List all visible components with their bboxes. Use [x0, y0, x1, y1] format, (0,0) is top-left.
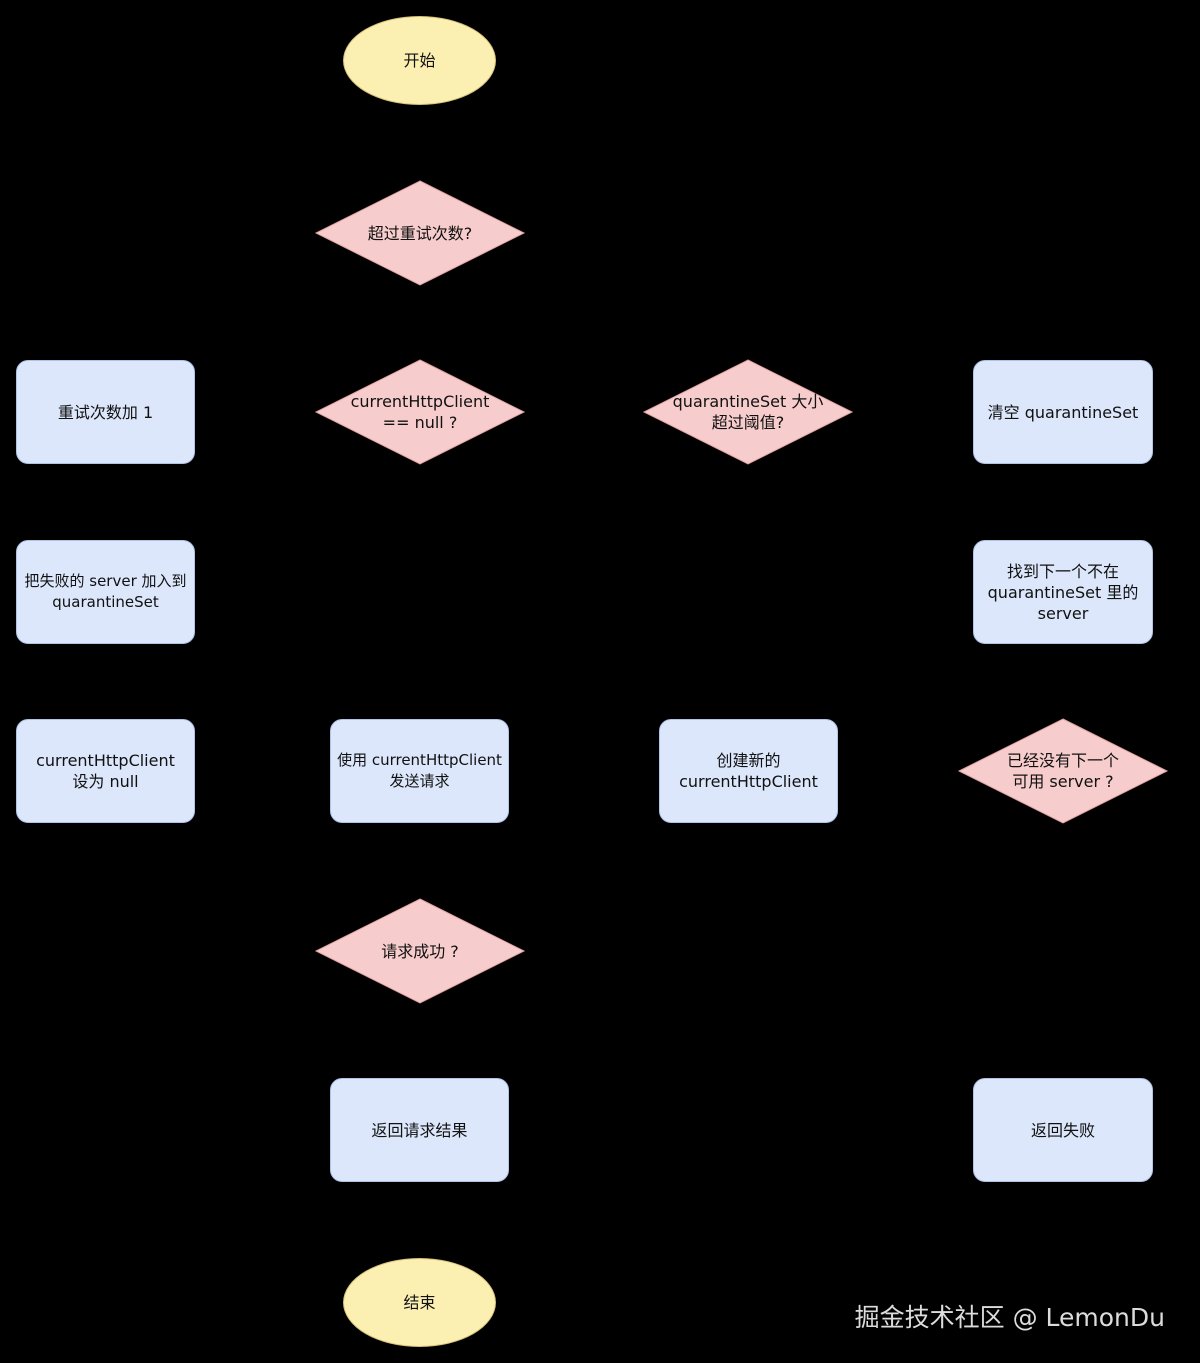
retry-exceeded-diamond	[314, 180, 526, 286]
client-null-node: currentHttpClient == null ?	[326, 386, 514, 438]
quarantine-over-diamond	[642, 359, 854, 465]
create-client-box: 创建新的 currentHttpClient	[659, 719, 838, 823]
return-fail-label: 返回失败	[1030, 1120, 1095, 1140]
retry-add-label: 重试次数加 1	[57, 402, 154, 422]
clear-quarantine-box: 清空 quarantineSet	[973, 360, 1153, 464]
create-client-label: 创建新的 currentHttpClient	[679, 751, 818, 791]
return-result-box: 返回请求结果	[330, 1078, 509, 1182]
quarantine-over-label: quarantineSet 大小 超过阈值?	[672, 392, 824, 432]
quarantine-over-node: quarantineSet 大小 超过阈值?	[652, 386, 844, 438]
client-null-diamond	[314, 359, 526, 465]
start-terminal: 开始	[343, 16, 496, 105]
clear-quarantine-label: 清空 quarantineSet	[987, 402, 1139, 422]
add-failed-server-label: 把失败的 server 加入到 quarantineSet	[24, 572, 187, 611]
return-result-label: 返回请求结果	[371, 1120, 468, 1140]
send-request-label: 使用 currentHttpClient 发送请求	[337, 751, 502, 790]
send-request-box: 使用 currentHttpClient 发送请求	[330, 719, 509, 823]
retry-exceeded-node: 超过重试次数?	[336, 207, 504, 259]
find-next-server-label: 找到下一个不在 quarantineSet 里的 server	[987, 561, 1139, 623]
no-server-node: 已经没有下一个 可用 server ?	[977, 745, 1149, 797]
return-fail-box: 返回失败	[973, 1078, 1153, 1182]
end-terminal: 结束	[343, 1258, 496, 1347]
no-server-diamond	[957, 718, 1169, 824]
request-success-label: 请求成功 ?	[381, 941, 459, 961]
set-client-null-box: currentHttpClient 设为 null	[16, 719, 195, 823]
set-client-null-label: currentHttpClient 设为 null	[36, 751, 175, 791]
end-label: 结束	[403, 1293, 436, 1312]
client-null-label: currentHttpClient == null ?	[350, 392, 490, 432]
no-server-label: 已经没有下一个 可用 server ?	[1006, 751, 1119, 791]
watermark-text: 掘金技术社区 @ LemonDu	[854, 1303, 1165, 1332]
add-failed-server-box: 把失败的 server 加入到 quarantineSet	[16, 540, 195, 644]
request-success-diamond	[314, 898, 526, 1004]
start-label: 开始	[403, 51, 436, 70]
request-success-node: 请求成功 ?	[336, 925, 504, 977]
retry-exceeded-label: 超过重试次数?	[367, 223, 473, 243]
retry-add-box: 重试次数加 1	[16, 360, 195, 464]
find-next-server-box: 找到下一个不在 quarantineSet 里的 server	[973, 540, 1153, 644]
